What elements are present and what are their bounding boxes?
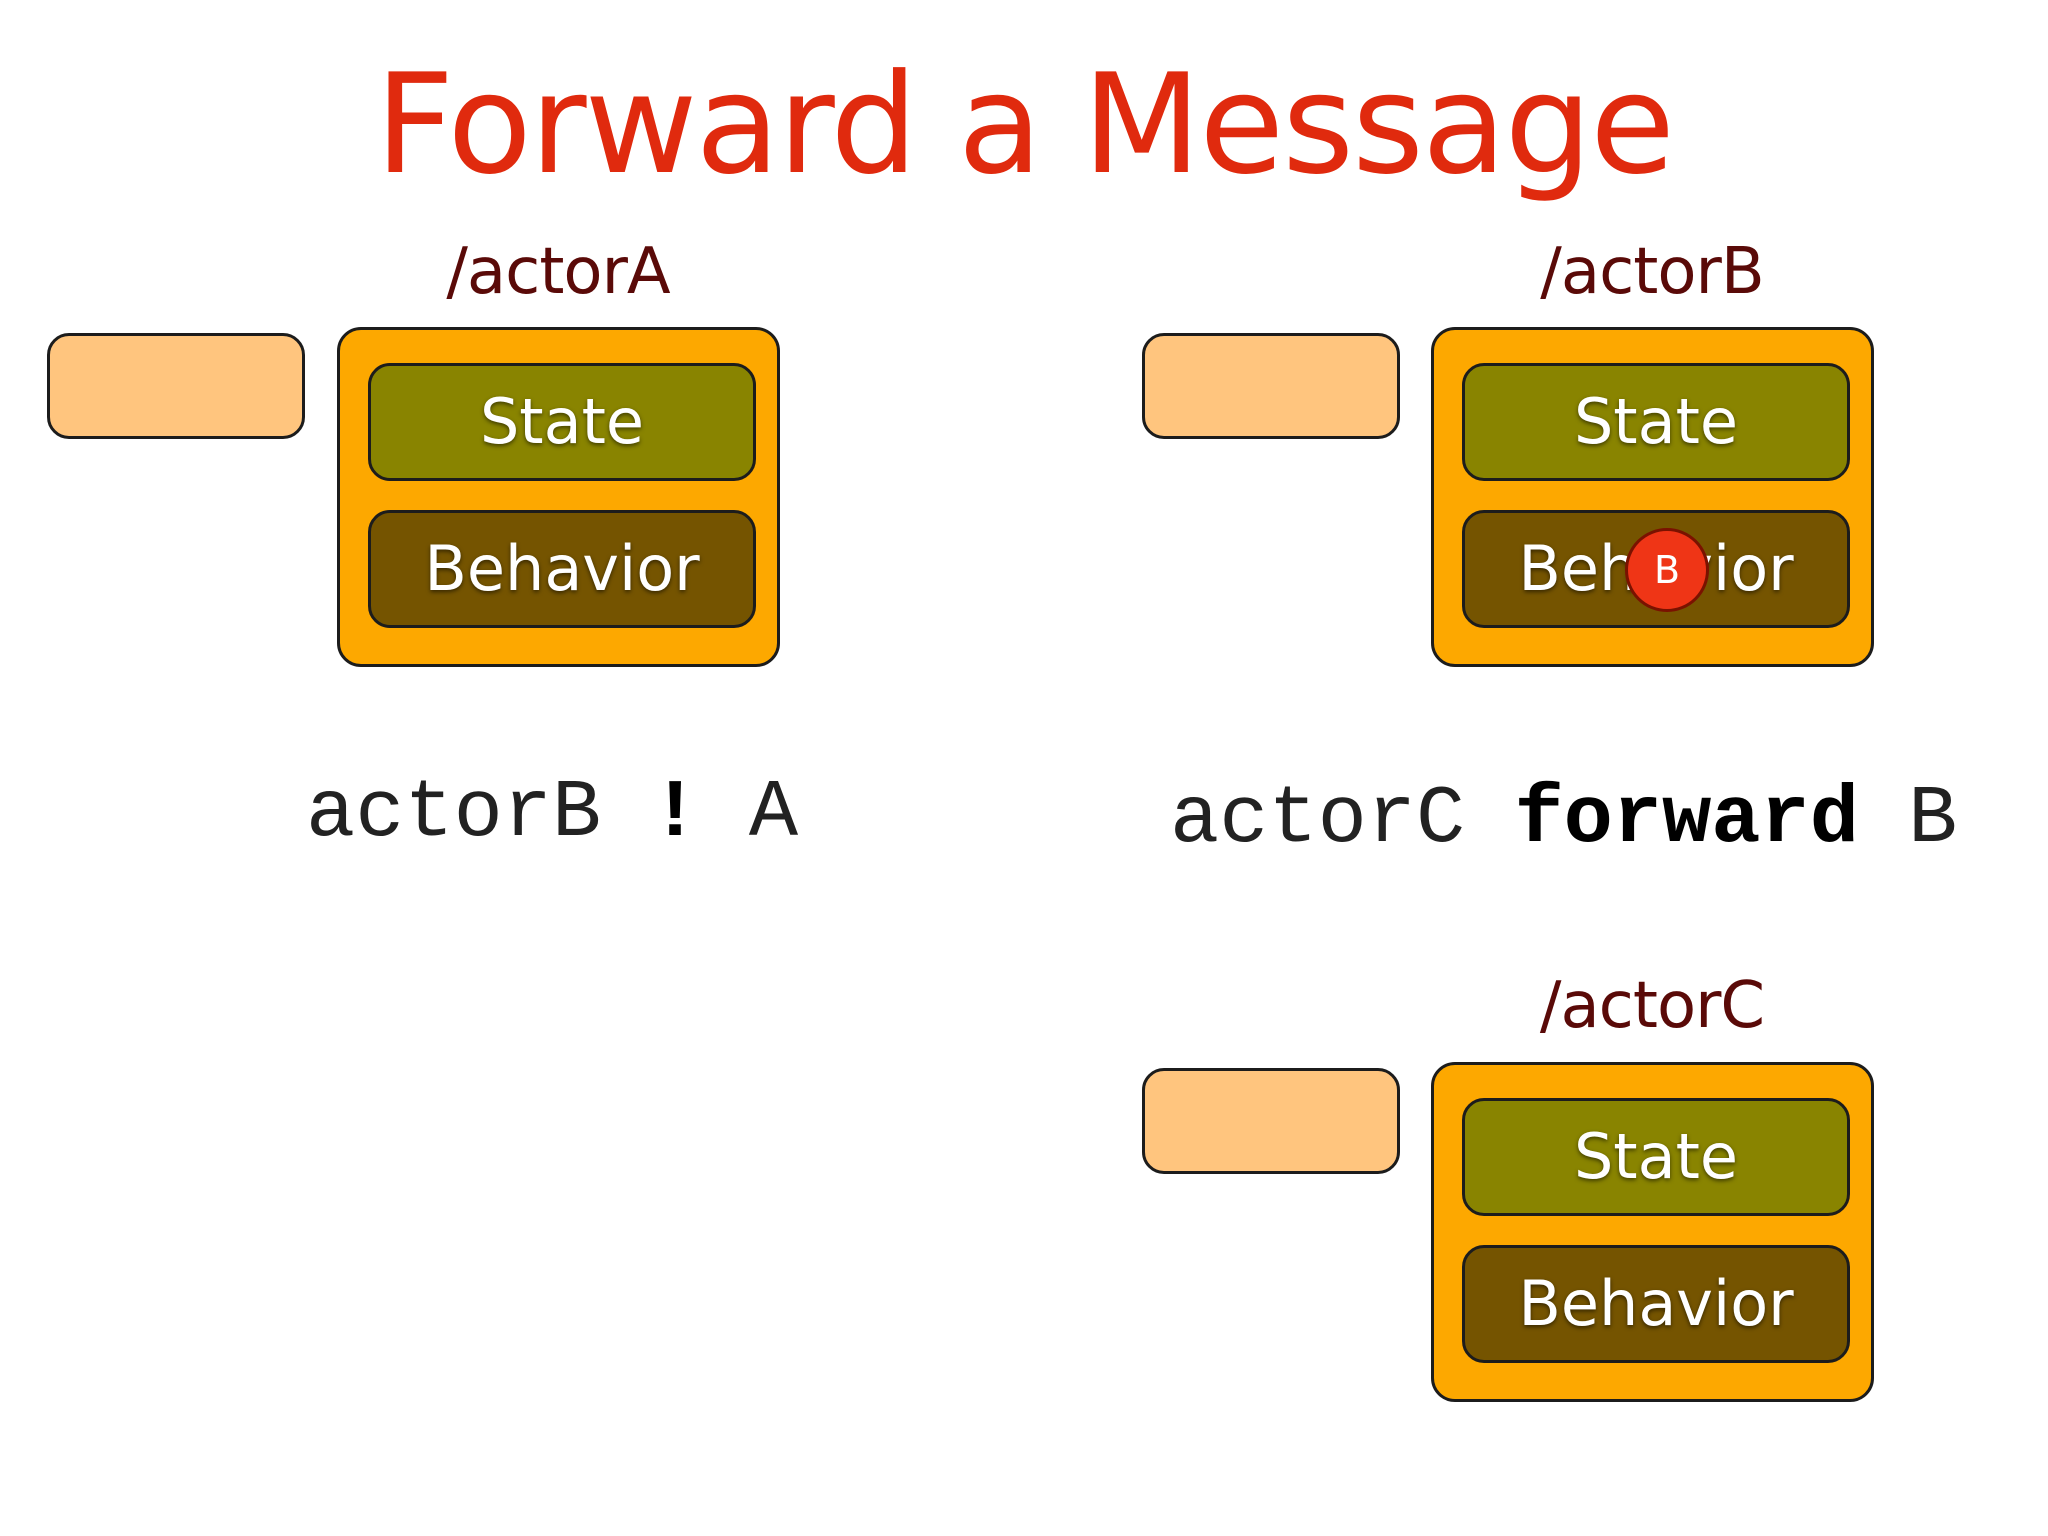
actor-b-mailbox — [1142, 333, 1400, 439]
slide-title: Forward a Message — [374, 44, 1675, 205]
actor-b-state: State — [1462, 363, 1850, 481]
actor-b-label: /actorB — [1540, 235, 1764, 309]
actor-a-behavior: Behavior — [368, 510, 756, 628]
send-message: A — [748, 767, 799, 860]
forward-code: actorC forward B — [1170, 772, 1957, 868]
send-operator: ! — [650, 767, 700, 860]
actor-a: State Behavior — [337, 327, 780, 667]
message-b-token: B — [1625, 528, 1709, 612]
actor-c-behavior: Behavior — [1462, 1245, 1850, 1363]
forward-message: B — [1908, 773, 1958, 866]
actor-a-label: /actorA — [446, 235, 670, 309]
actor-c: State Behavior — [1431, 1062, 1874, 1402]
send-code: actorB ! A — [306, 766, 798, 862]
forward-target: actorC — [1170, 773, 1466, 866]
actor-a-mailbox — [47, 333, 305, 439]
actor-b: State Behavior — [1431, 327, 1874, 667]
forward-operator: forward — [1514, 773, 1859, 866]
actor-c-label: /actorC — [1539, 969, 1765, 1043]
actor-c-mailbox — [1142, 1068, 1400, 1174]
actor-c-state: State — [1462, 1098, 1850, 1216]
actor-a-state: State — [368, 363, 756, 481]
send-target: actorB — [306, 767, 602, 860]
